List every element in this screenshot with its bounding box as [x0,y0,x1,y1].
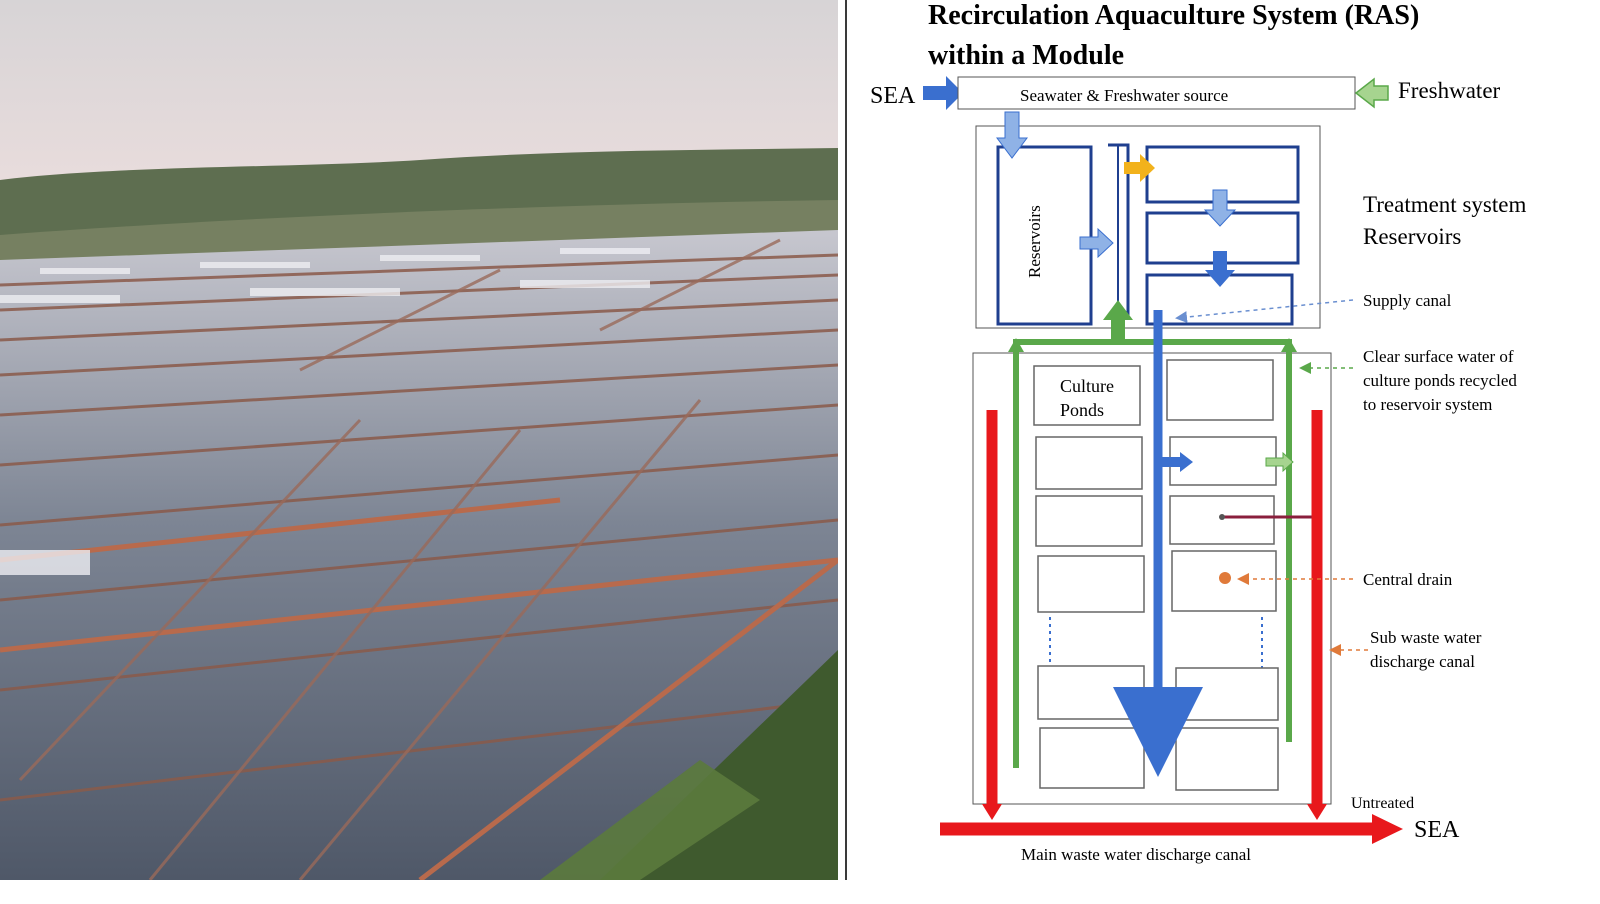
aerial-photo-shrimp-ponds [0,0,840,882]
sea-outlet-label: SEA [1414,817,1460,843]
main-discharge-head [1372,814,1403,844]
green-up-arrow-right [1281,338,1297,352]
diagram-title-line2: within a Module [928,40,1124,71]
clear-water-label-line1: Clear surface water of [1363,347,1514,366]
aerial-photo-illustration [0,0,840,882]
treatment-system-label-line1: Treatment system [1363,192,1526,217]
treatment-down-arrow-1 [1203,189,1237,227]
sea-inlet-arrow [923,76,963,110]
clear-water-label-line3: to reservoir system [1363,395,1492,414]
culture-pond [1037,555,1145,613]
source-down-arrow [996,111,1028,159]
green-up-arrow-left [1008,338,1024,352]
panel-divider-line [845,0,847,880]
sea-inlet-label: SEA [870,83,916,109]
reservoir-box [996,145,1093,326]
culture-pond [1037,665,1145,720]
central-drain-dot [1219,572,1231,584]
culture-ponds-label-line2: Ponds [1060,400,1104,420]
freshwater-arrow [1354,77,1389,109]
drain-point [1219,514,1225,520]
treatment-channel [1108,143,1130,320]
treatment-system-label-line2: Reservoirs [1363,224,1461,249]
culture-pond [1175,727,1279,791]
main-canal-label: Main waste water discharge canal [1021,845,1251,864]
culture-pond [1175,667,1279,721]
panel-divider [838,0,848,899]
culture-pond [1035,436,1143,490]
supply-canal-pointer [1175,299,1354,324]
diagram-title-line1: Recirculation Aquaculture System (RAS) [928,0,1419,31]
ras-diagram-canvas: Recirculation Aquaculture System (RAS) w… [870,0,1526,864]
blue-pond-feed-arrow [1162,452,1193,472]
culture-ponds-label-line1: Culture [1060,376,1114,396]
sub-waste-canal-right-head [1307,804,1327,820]
untreated-label: Untreated [1351,795,1414,812]
freshwater-label: Freshwater [1398,78,1501,103]
reservoirs-label: Reservoirs [1025,205,1044,278]
source-box-label: Seawater & Freshwater source [1020,86,1228,105]
sub-waste-label-line1: Sub waste water [1370,628,1482,647]
reservoir-to-channel-arrow [1079,227,1114,259]
green-recycle-canal [1013,339,1292,768]
ras-diagram: Recirculation Aquaculture System (RAS) w… [848,0,1600,899]
green-to-reservoir-arrow [1103,300,1133,340]
sub-waste-canal-left-head [982,804,1002,820]
green-pond-return-arrow [1265,451,1294,473]
bottom-margin [0,880,1600,899]
orange-transfer-arrow [1124,154,1155,182]
clear-water-label-line2: culture ponds recycled [1363,371,1517,390]
culture-pond [1035,495,1143,547]
culture-pond [1039,727,1145,789]
culture-pond [1033,365,1141,426]
treatment-down-arrow-2 [1205,251,1235,287]
source-box [957,76,1356,110]
culture-pond [1166,359,1274,421]
sub-waste-label-line2: discharge canal [1370,652,1475,671]
supply-canal-label: Supply canal [1363,291,1452,310]
central-drain-label: Central drain [1363,570,1453,589]
